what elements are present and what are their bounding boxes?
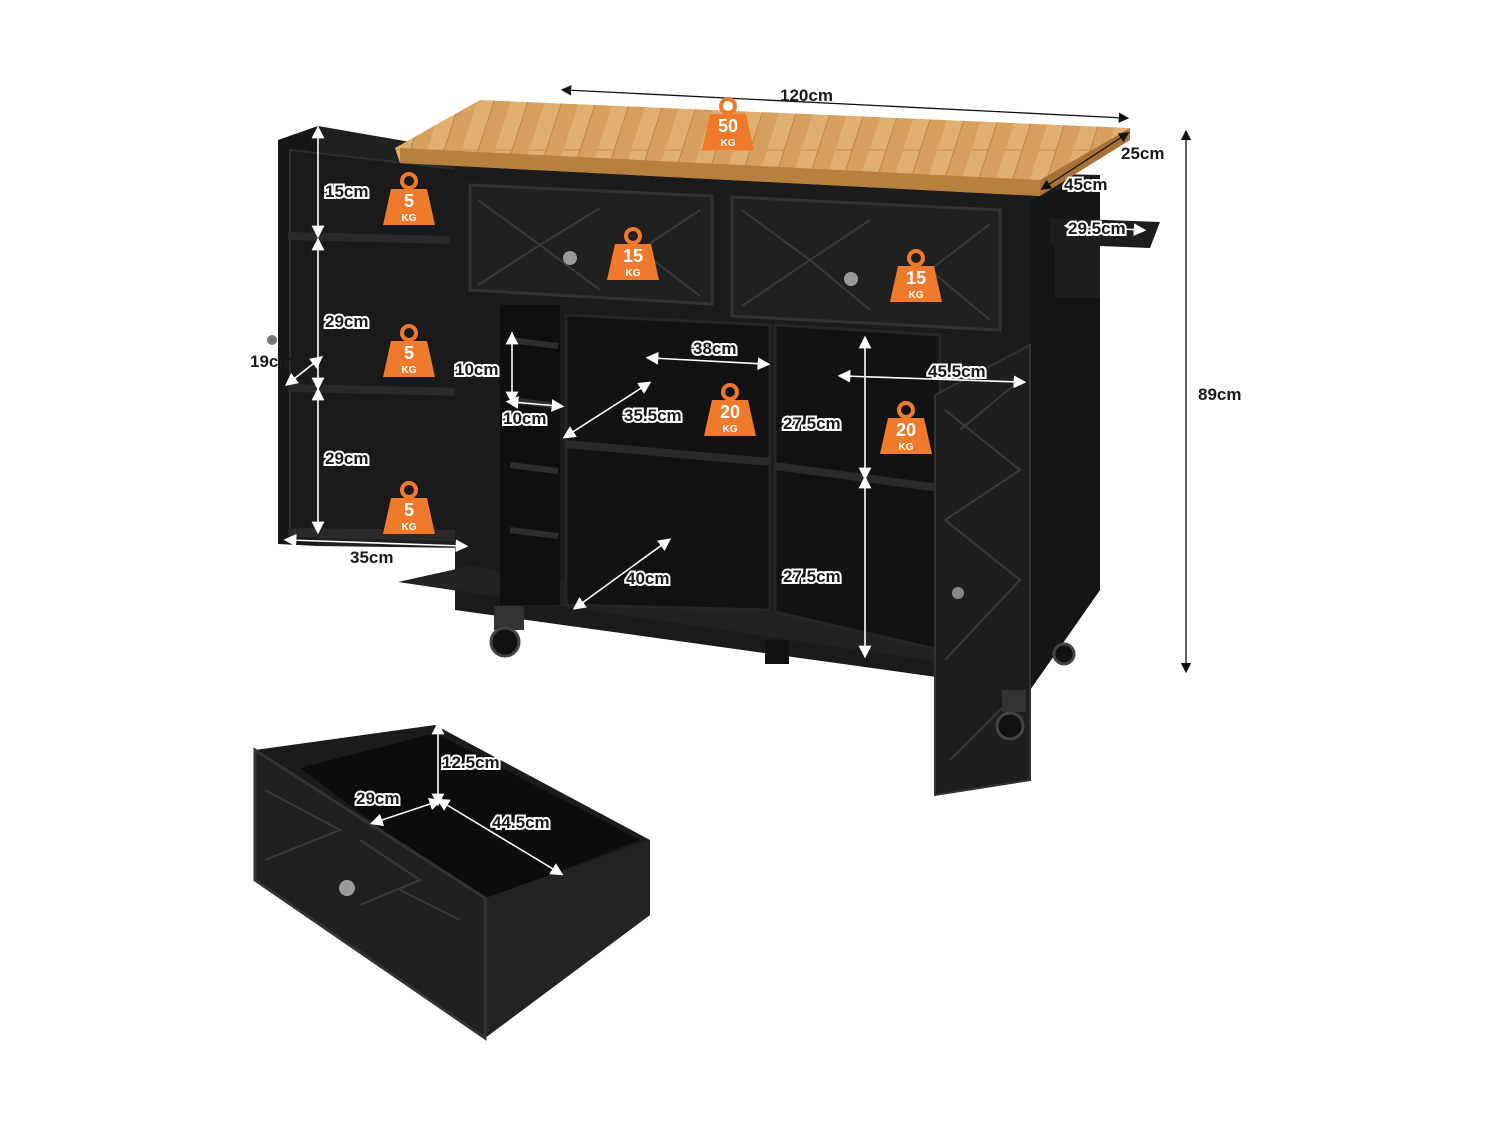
svg-text:KG: KG (909, 290, 924, 301)
center-depth-upper-label: 35.5cm (624, 406, 682, 425)
drawer-height-label: 12.5cm (442, 753, 500, 772)
door-shelf-3-label: 29cm (325, 449, 368, 468)
weight-badge-drawer-left: 15 KG (607, 227, 659, 280)
svg-text:KG: KG (402, 522, 417, 533)
weight-icon (607, 244, 659, 280)
wine-rack-width-label: 10cm (503, 409, 546, 428)
svg-text:KG: KG (723, 424, 738, 435)
svg-text:5: 5 (404, 500, 414, 520)
door-width-label: 35cm (350, 548, 393, 567)
caster-wheel-icon (765, 640, 789, 664)
right-height-lower-label: 27.5cm (783, 567, 841, 586)
height-label: 89cm (1198, 385, 1241, 404)
drawer-knob-icon (339, 880, 355, 896)
weight-icon (890, 266, 942, 302)
drop-leaf-label: 25cm (1121, 144, 1164, 163)
door-knob-icon (267, 335, 277, 345)
svg-text:20: 20 (896, 420, 916, 440)
door-shelf-1-label: 15cm (325, 182, 368, 201)
svg-text:KG: KG (626, 268, 641, 279)
center-depth-lower-label: 40cm (626, 569, 669, 588)
weight-icon (702, 114, 754, 150)
door-depth-label: 19cm (250, 352, 293, 371)
caster-wheel-icon (995, 690, 1026, 741)
weight-badge-door-shelf-2: 5 KG (383, 324, 435, 377)
weight-badge-door-shelf-3: 5 KG (383, 481, 435, 534)
width-label: 120cm (780, 86, 833, 105)
towel-rack-label: 29.5cm (1068, 219, 1126, 238)
svg-text:20: 20 (720, 402, 740, 422)
center-width-label: 38cm (693, 339, 736, 358)
svg-text:15: 15 (623, 246, 643, 266)
svg-text:15: 15 (906, 268, 926, 288)
drawer-depth-label: 44.5cm (492, 813, 550, 832)
right-width-label: 45.5cm (928, 362, 986, 381)
caster-wheel-icon (489, 606, 524, 658)
svg-text:5: 5 (404, 191, 414, 211)
svg-text:5: 5 (404, 343, 414, 363)
weight-badge-right-shelf: 20 KG (880, 401, 932, 454)
weight-badge-top: 50 KG (702, 97, 754, 150)
weight-icon (383, 341, 435, 377)
caster-wheel-icon (1052, 642, 1076, 666)
svg-text:KG: KG (721, 138, 736, 149)
right-height-upper-label: 27.5cm (783, 414, 841, 433)
top-depth-label: 45cm (1064, 175, 1107, 194)
svg-text:KG: KG (402, 213, 417, 224)
svg-text:KG: KG (402, 365, 417, 376)
weight-badge-center-shelf: 20 KG (704, 383, 756, 436)
weight-icon (383, 189, 435, 225)
wine-rack-height-label: 10cm (455, 360, 498, 379)
weight-badge-drawer-right: 15 KG (890, 249, 942, 302)
weight-icon (704, 400, 756, 436)
weight-badge-door-shelf-1: 5 KG (383, 172, 435, 225)
drawer-knob-icon (563, 251, 577, 265)
door-shelf-2-label: 29cm (325, 312, 368, 331)
island-cabinet (395, 100, 1160, 797)
dimension-lines (283, 85, 1192, 876)
svg-text:KG: KG (899, 442, 914, 453)
weight-icon (383, 498, 435, 534)
drawer-width-label: 29cm (356, 789, 399, 808)
weight-icon (880, 418, 932, 454)
svg-text:50: 50 (718, 116, 738, 136)
drawer-knob-icon (844, 272, 858, 286)
